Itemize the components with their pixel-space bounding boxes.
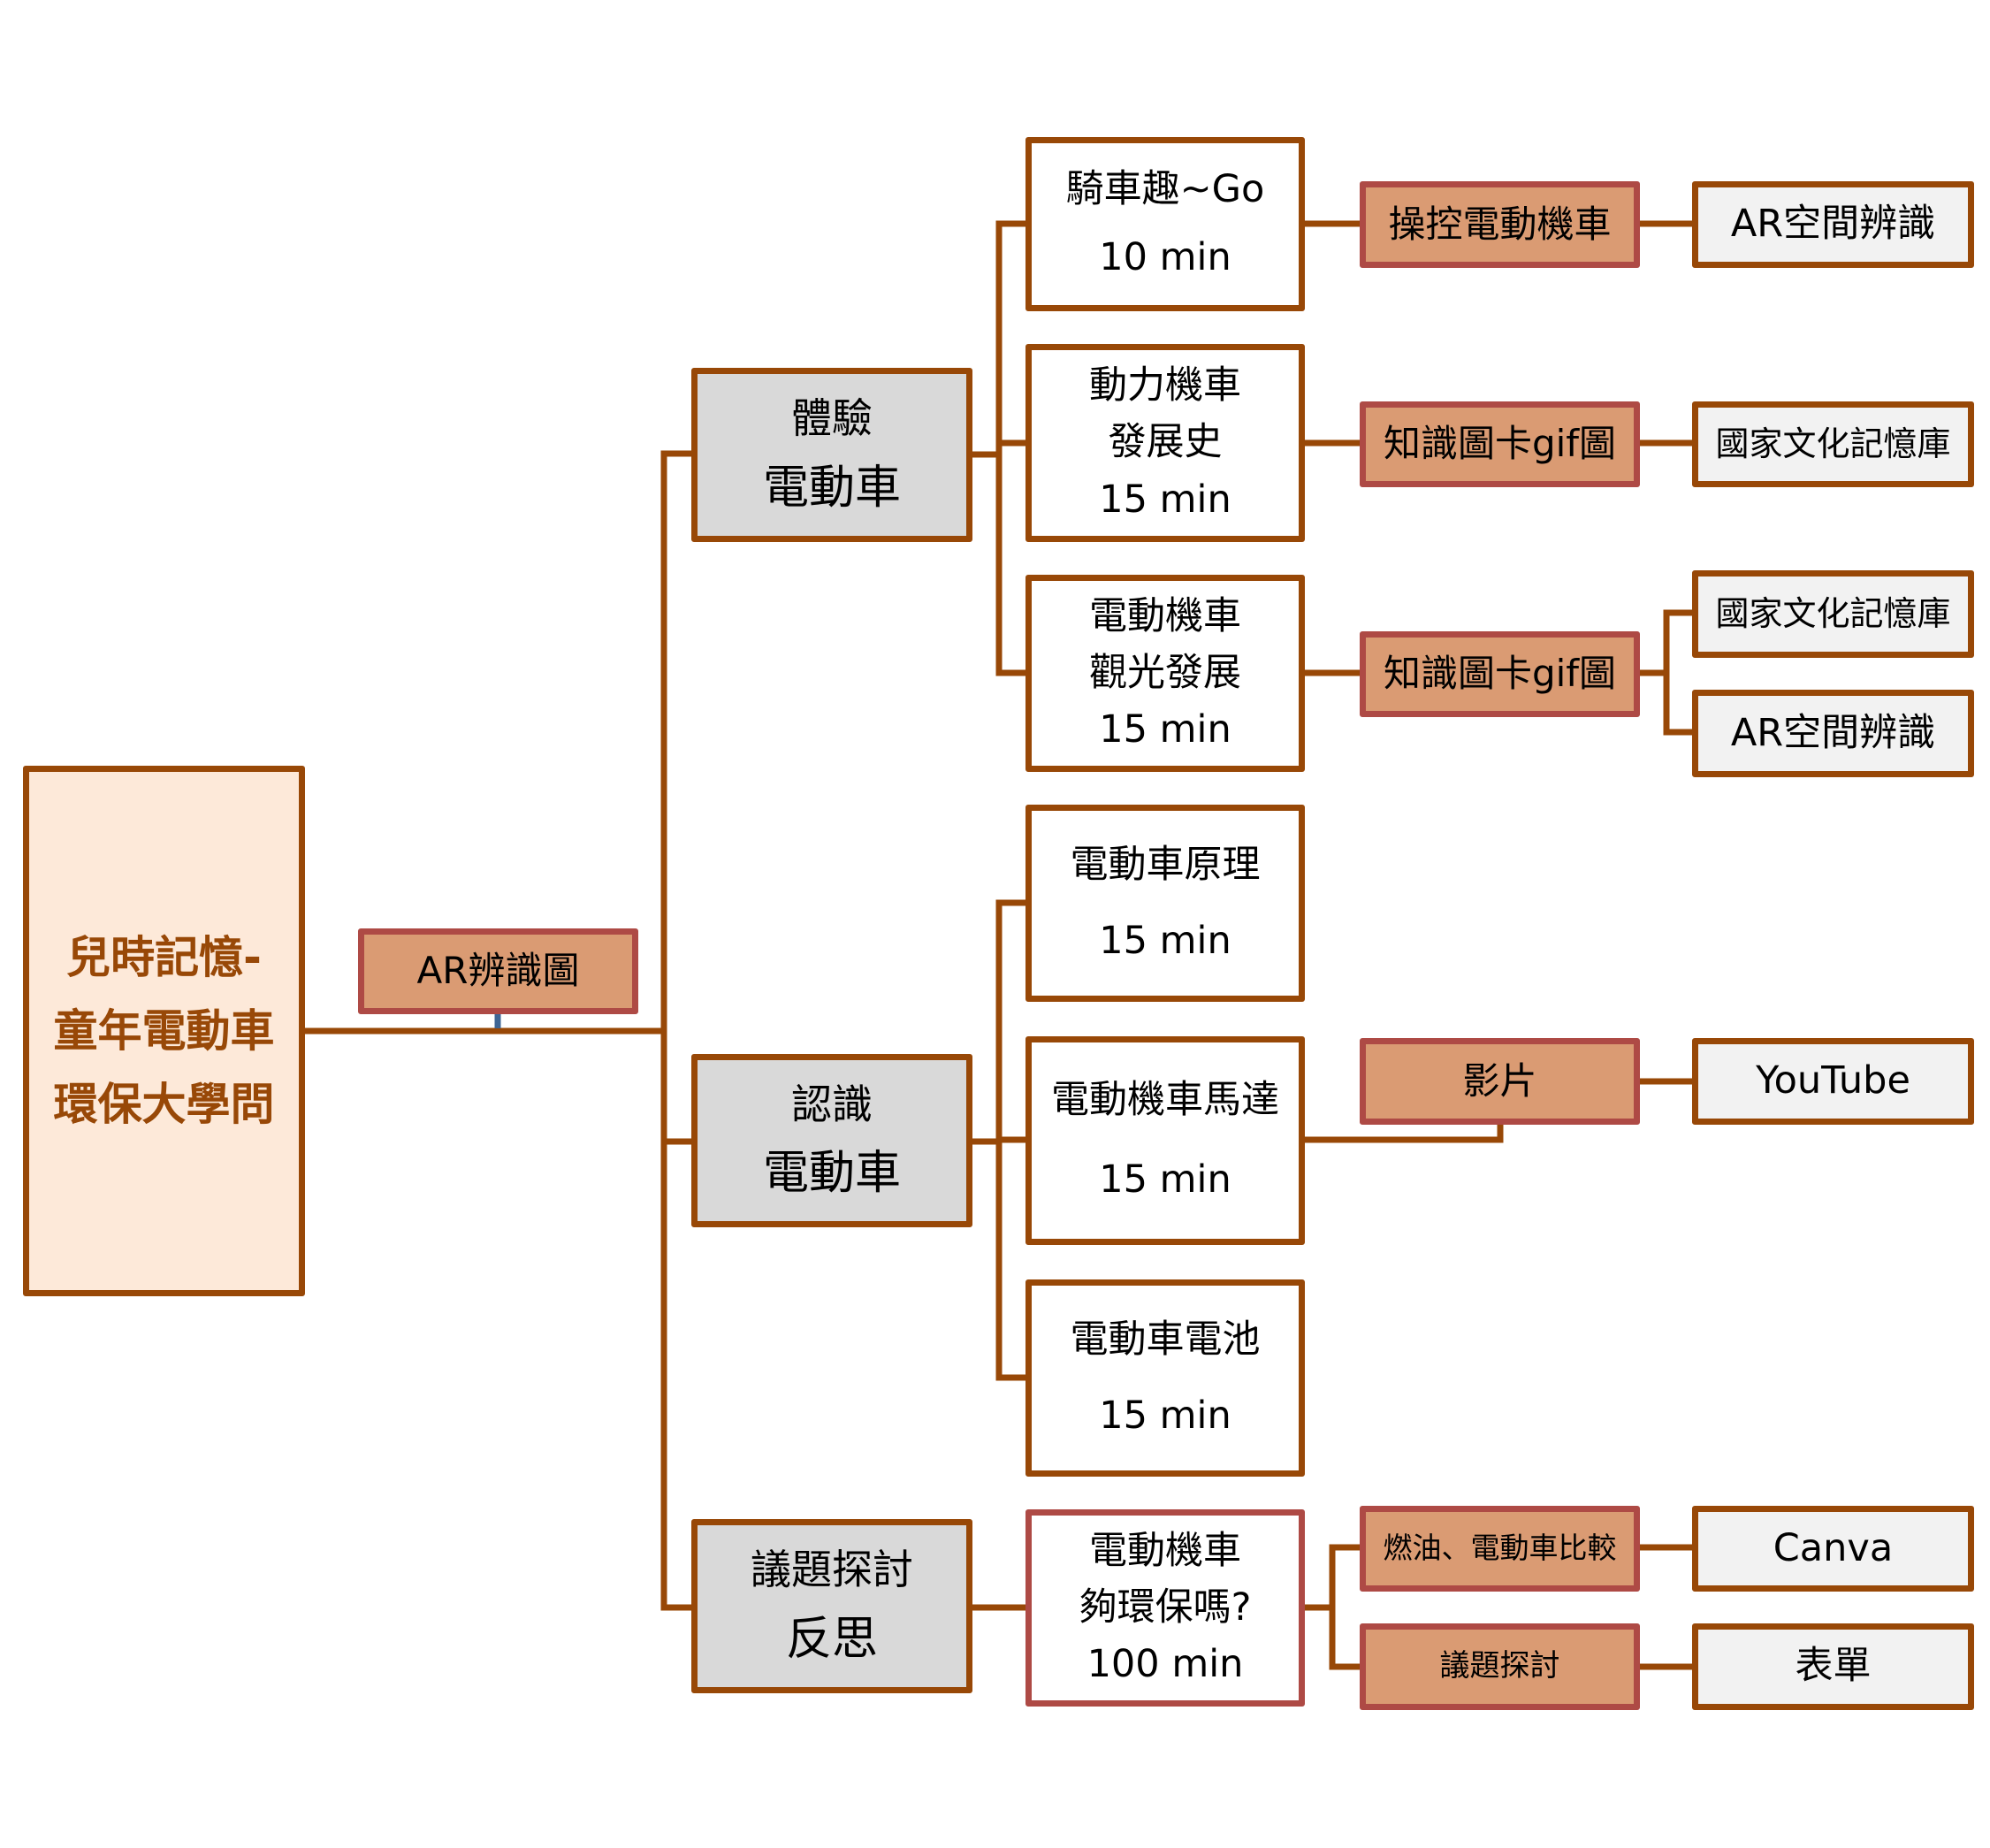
activity-eco-debate: 電動機車夠環保嗎? 100 min xyxy=(1025,1509,1305,1707)
activity-tourism: 電動機車觀光發展 15 min xyxy=(1025,575,1305,772)
node-text-line: 知識圖卡gif圖 xyxy=(1383,652,1617,696)
node-text-line: 議題探討 xyxy=(1439,1648,1560,1684)
node-text-line: 電動車原理 xyxy=(1070,843,1261,888)
node-text-line: 15 min xyxy=(1099,706,1231,752)
ar-recognition-label: AR辨識圖 xyxy=(358,928,638,1014)
node-text-line: 電動機車 xyxy=(1089,1528,1241,1573)
node-text-line: 15 min xyxy=(1099,477,1231,522)
tool-culture-memory-bank: 國家文化記憶庫 xyxy=(1692,401,1974,487)
node-text-line: 15 min xyxy=(1099,1157,1231,1203)
node-text-line: 騎車趣~Go xyxy=(1065,167,1265,212)
root-topic: 兒時記憶- 童年電動車環保大學問 xyxy=(23,766,305,1296)
tool-form: 表單 xyxy=(1692,1623,1974,1710)
activity-riding: 騎車趣~Go 10 min xyxy=(1025,137,1305,311)
node-text-line: 電動車 xyxy=(762,461,901,515)
node-text-line: 操控電動機車 xyxy=(1388,202,1612,246)
node-text-line: 電動機車 xyxy=(1089,593,1241,638)
node-text-line: Canva xyxy=(1773,1525,1894,1570)
connector xyxy=(1301,1121,1504,1143)
tool-ar-space: AR空間辨識 xyxy=(1692,181,1974,268)
node-text-line: AR空間辨識 xyxy=(1730,710,1936,755)
node-text-line: 動力機車 xyxy=(1089,363,1241,409)
node-text-line: AR空間辨識 xyxy=(1730,202,1936,247)
node-text-line: 國家文化記憶庫 xyxy=(1715,593,1951,633)
topic-experience: 體驗電動車 xyxy=(691,368,972,542)
node-text-line: 100 min xyxy=(1086,1641,1244,1686)
resource-discussion: 議題探討 xyxy=(1360,1623,1640,1710)
resource-control-scooter: 操控電動機車 xyxy=(1360,181,1640,268)
node-text-line: 燃油、電動車比較 xyxy=(1383,1531,1617,1566)
node-text-line: 觀光發展 xyxy=(1089,650,1241,695)
node-text-line: 15 min xyxy=(1099,918,1231,963)
resource-knowledge-card: 知識圖卡gif圖 xyxy=(1360,401,1640,487)
node-text-line: 知識圖卡gif圖 xyxy=(1383,422,1617,466)
node-text-line: 影片 xyxy=(1462,1058,1537,1103)
resource-video: 影片 xyxy=(1360,1038,1640,1125)
node-text-line: 表單 xyxy=(1795,1644,1872,1689)
topic-discussion: 議題探討反思 xyxy=(691,1519,972,1693)
node-text-line: 認識 xyxy=(791,1080,873,1128)
tool-ar-space: AR空間辨識 xyxy=(1692,690,1974,777)
tool-culture-memory-bank: 國家文化記憶庫 xyxy=(1692,570,1974,658)
node-text-line: YouTube xyxy=(1756,1058,1910,1103)
resource-comparison: 燃油、電動車比較 xyxy=(1360,1506,1640,1592)
node-text-line: 童年電動車 xyxy=(53,1004,275,1057)
node-text-line: 體驗 xyxy=(791,394,873,443)
node-text-line: AR辨識圖 xyxy=(416,949,580,993)
node-text-line: 發展史 xyxy=(1108,420,1223,465)
node-text-line: 國家文化記憶庫 xyxy=(1715,424,1951,463)
node-text-line: 反思 xyxy=(785,1612,878,1666)
activity-battery: 電動車電池 15 min xyxy=(1025,1279,1305,1477)
node-text-line: 環保大學問 xyxy=(53,1078,275,1130)
node-text-line: 電動機車馬達 xyxy=(1051,1078,1279,1123)
tool-canva: Canva xyxy=(1692,1506,1974,1592)
node-text-line: 10 min xyxy=(1099,235,1231,280)
node-text-line: 議題探討 xyxy=(751,1546,913,1594)
activity-principle: 電動車原理 15 min xyxy=(1025,805,1305,1002)
node-text-line: 電動車 xyxy=(762,1147,901,1201)
node-text-line: 夠環保嗎? xyxy=(1079,1585,1252,1630)
node-text-line: 電動車電池 xyxy=(1070,1317,1261,1363)
tool-youtube: YouTube xyxy=(1692,1038,1974,1125)
topic-understanding: 認識電動車 xyxy=(691,1054,972,1227)
activity-history: 動力機車發展史 15 min xyxy=(1025,344,1305,542)
activity-motor: 電動機車馬達 15 min xyxy=(1025,1036,1305,1245)
node-text-line: 兒時記憶- xyxy=(66,931,262,983)
node-text-line: 15 min xyxy=(1099,1393,1231,1438)
resource-knowledge-card: 知識圖卡gif圖 xyxy=(1360,631,1640,717)
